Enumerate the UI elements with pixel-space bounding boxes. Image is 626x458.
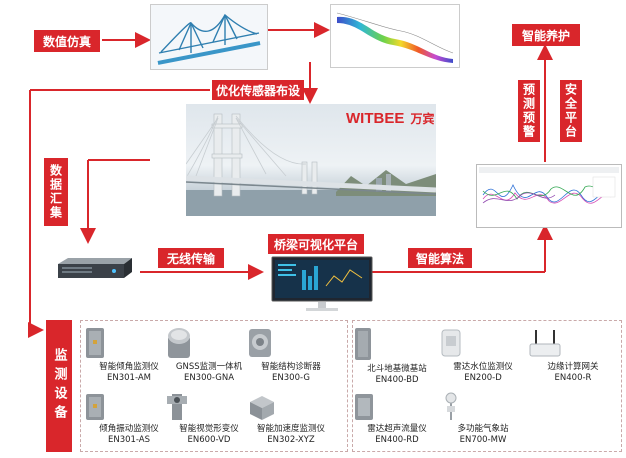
brand-logo: WITBEE 万宾 [346, 110, 435, 127]
beidou-station-icon [352, 326, 442, 362]
safety-platform-label: 安全平台 [560, 80, 582, 142]
vision-icon [164, 392, 254, 422]
diagnostic-icon [246, 326, 336, 360]
vibration-icon [84, 392, 174, 422]
simulation-label: 数值仿真 [34, 30, 100, 52]
data-collect-label: 数据汇集 [44, 158, 68, 226]
gateway-icon [528, 326, 618, 360]
fea-model-image [330, 4, 460, 68]
platform-label: 桥梁可视化平台 [268, 234, 364, 254]
maintenance-label: 智能养护 [512, 24, 580, 46]
weather-station-icon [438, 392, 528, 422]
flow-meter-icon [352, 392, 442, 422]
accelerometer-icon [246, 392, 336, 422]
bridge-model-image [150, 4, 268, 70]
gnss-icon [164, 326, 254, 360]
radar-water-icon [438, 326, 528, 360]
server-image [54, 256, 134, 282]
algorithm-label: 智能算法 [408, 248, 472, 268]
analysis-chart-image [476, 164, 622, 228]
inclinometer-icon [84, 326, 174, 360]
wireless-label: 无线传输 [158, 248, 224, 268]
optimize-sensor-label: 优化传感器布设 [212, 80, 304, 100]
device-panel-left [80, 320, 348, 452]
bridge-photo: WITBEE 万宾 [186, 104, 436, 216]
device-panel-right [352, 320, 622, 452]
monitor-devices-label: 监测设备 [46, 320, 72, 452]
visualization-monitor [270, 256, 374, 314]
early-warning-label: 预测预警 [518, 80, 540, 142]
